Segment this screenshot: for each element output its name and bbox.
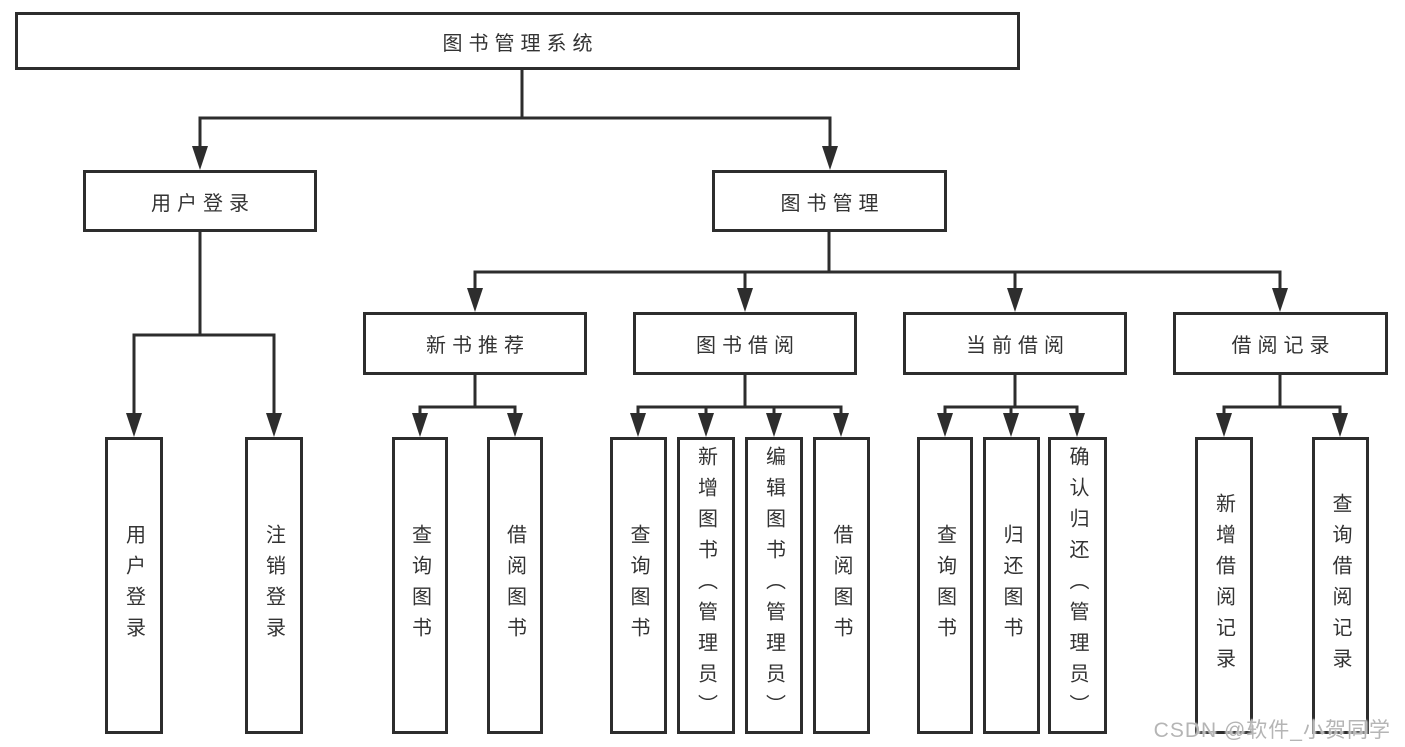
node-label: 查询图书: [933, 523, 956, 648]
arrowhead-icon: [412, 413, 428, 437]
arrowhead-icon: [1003, 413, 1019, 437]
leaf-logout: 注销登录: [245, 437, 303, 734]
node-label: 新增图书（管理员）: [694, 446, 717, 725]
node-label: 注销登录: [262, 523, 285, 648]
node-library-management-system: 图书管理系统: [15, 12, 1020, 70]
node-label: 借阅记录: [1231, 335, 1336, 357]
node-label: 当前借阅: [966, 335, 1070, 357]
leaf-add-book-admin: 新增图书（管理员）: [677, 437, 735, 734]
node-current-borrow: 当前借阅: [903, 312, 1127, 375]
connector-new-book-recommend-to-leaves: [412, 373, 523, 437]
arrowhead-icon: [937, 413, 953, 437]
csdn-watermark: CSDN @软件_小贺同学: [1153, 719, 1391, 742]
leaf-user-login: 用户登录: [105, 437, 163, 734]
leaf-confirm-return-admin: 确认归还（管理员）: [1048, 437, 1107, 734]
leaf-query-books-borrow: 查询图书: [610, 437, 667, 734]
node-label: 新增借阅记录: [1212, 492, 1235, 679]
node-book-borrow: 图书借阅: [633, 312, 857, 375]
connector-root-to-level2: [192, 68, 838, 170]
leaf-borrow-books-recommend: 借阅图书: [487, 437, 543, 734]
connector-borrow-records-to-leaves: [1216, 373, 1348, 437]
leaf-add-borrow-record: 新增借阅记录: [1195, 437, 1253, 734]
connector-user-login-to-leaves: [126, 230, 282, 437]
arrowhead-icon: [126, 413, 142, 437]
node-new-book-recommend: 新书推荐: [363, 312, 587, 375]
node-borrow-records: 借阅记录: [1173, 312, 1388, 375]
arrowhead-icon: [1332, 413, 1348, 437]
arrowhead-icon: [266, 413, 282, 437]
node-label: 查询图书: [408, 523, 431, 648]
node-label: 用户登录: [151, 192, 255, 215]
node-label: 借阅图书: [503, 523, 526, 648]
connector-book-management-to-level3: [467, 230, 1288, 312]
arrowhead-icon: [467, 288, 483, 312]
node-label: 用户登录: [122, 523, 145, 648]
arrowhead-icon: [766, 413, 782, 437]
leaf-edit-book-admin: 编辑图书（管理员）: [745, 437, 803, 734]
node-label: 新书推荐: [426, 335, 530, 357]
arrowhead-icon: [1007, 288, 1023, 312]
node-label: 图书管理系统: [442, 32, 599, 55]
node-book-management: 图书管理: [712, 170, 947, 232]
node-label: 查询图书: [627, 523, 649, 648]
arrowhead-icon: [737, 288, 753, 312]
node-label: 图书借阅: [696, 335, 800, 357]
node-label: 确认归还（管理员）: [1066, 446, 1088, 725]
leaf-return-book: 归还图书: [983, 437, 1040, 734]
leaf-query-borrow-record: 查询借阅记录: [1312, 437, 1369, 734]
arrowhead-icon: [822, 146, 838, 170]
node-user-login: 用户登录: [83, 170, 317, 232]
leaf-query-books-recommend: 查询图书: [392, 437, 448, 734]
leaf-borrow-books: 借阅图书: [813, 437, 870, 734]
connector-current-borrow-to-leaves: [937, 373, 1085, 437]
connector-book-borrow-to-leaves: [630, 373, 849, 437]
node-label: 编辑图书（管理员）: [762, 446, 785, 725]
node-label: 借阅图书: [830, 523, 852, 648]
node-label: 归还图书: [1000, 523, 1022, 648]
arrowhead-icon: [698, 413, 714, 437]
node-label: 图书管理: [780, 192, 885, 215]
arrowhead-icon: [1272, 288, 1288, 312]
arrowhead-icon: [833, 413, 849, 437]
arrowhead-icon: [1069, 413, 1085, 437]
arrowhead-icon: [1216, 413, 1232, 437]
arrowhead-icon: [192, 146, 208, 170]
node-label: 查询借阅记录: [1329, 492, 1351, 679]
leaf-query-books-current: 查询图书: [917, 437, 973, 734]
arrowhead-icon: [630, 413, 646, 437]
arrowhead-icon: [507, 413, 523, 437]
